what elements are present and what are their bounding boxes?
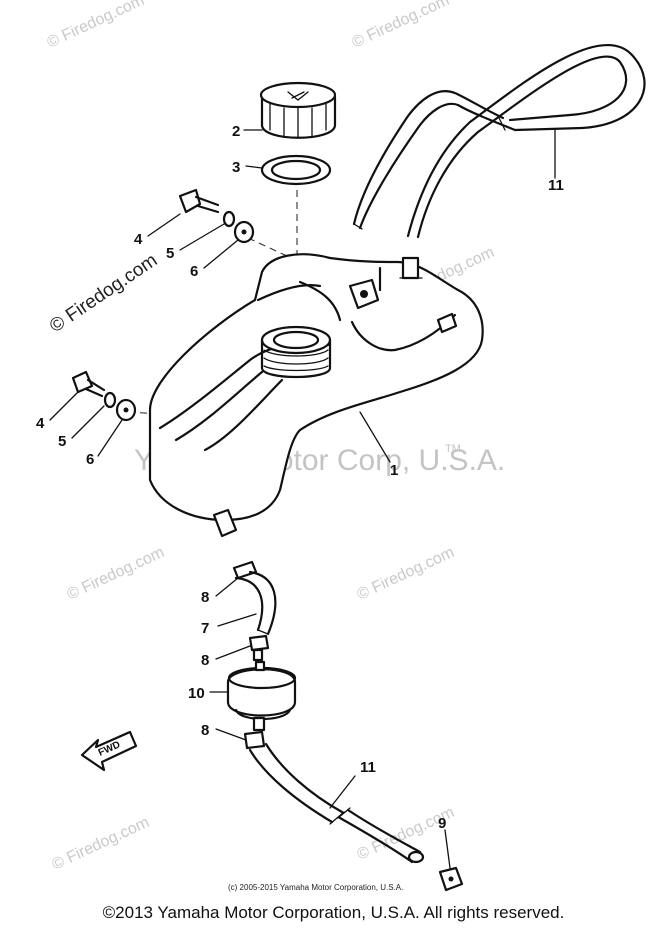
callout-11: 11 <box>360 759 376 776</box>
diagram-copyright: (c) 2005-2015 Yamaha Motor Corporation, … <box>228 883 403 892</box>
watermark-firedog: © Firedog.com <box>350 0 452 52</box>
hose-clip <box>438 866 464 892</box>
watermark-firedog: © Firedog.com <box>355 544 457 604</box>
fuel-cap <box>259 81 337 139</box>
upper-mounting-bolt-set <box>178 188 255 244</box>
callout-10: 10 <box>188 685 205 702</box>
callout-5: 5 <box>58 433 66 450</box>
callout-3: 3 <box>232 159 240 176</box>
watermark-firedog: © Firedog.com <box>45 0 147 52</box>
watermark-firedog: © Firedog.com <box>65 544 167 604</box>
breather-hose-upper <box>352 43 646 239</box>
callout-4: 4 <box>36 415 45 432</box>
callout-5: 5 <box>166 245 174 262</box>
watermark-firedog: © Firedog.com <box>50 814 152 874</box>
fuel-tank <box>148 253 484 538</box>
hose-clamp-top <box>232 560 258 580</box>
callout-4: 4 <box>134 231 143 248</box>
callout-8: 8 <box>201 589 209 606</box>
callout-6: 6 <box>86 451 94 468</box>
watermark-firedog-dark: © Firedog.com <box>46 250 161 337</box>
hose-clamp-lower <box>243 730 266 750</box>
footer-copyright: ©2013 Yamaha Motor Corporation, U.S.A. A… <box>102 903 565 922</box>
watermark-firedog: © Firedog.com <box>355 804 457 864</box>
bolt-alignment-line <box>247 237 301 263</box>
forward-arrow: FWD <box>80 730 138 772</box>
callout-1: 1 <box>390 462 398 479</box>
callout-9: 9 <box>438 815 446 832</box>
lower-mounting-bolt-set <box>71 370 137 422</box>
fuel-hose-short <box>234 570 277 636</box>
callout-8: 8 <box>201 722 209 739</box>
callout-6: 6 <box>190 263 198 280</box>
watermark-tm: TM <box>445 443 461 455</box>
callout-7: 7 <box>201 620 209 637</box>
callout-labels: 2 3 4 5 6 4 5 6 1 8 7 8 10 8 11 11 9 <box>36 123 564 832</box>
callout-8: 8 <box>201 652 209 669</box>
fuel-filter <box>226 660 297 732</box>
cap-gasket <box>260 154 332 186</box>
callout-11: 11 <box>548 177 564 194</box>
leader-lines <box>49 129 556 869</box>
callout-2: 2 <box>232 123 240 140</box>
hose-clamp-middle <box>248 634 270 662</box>
